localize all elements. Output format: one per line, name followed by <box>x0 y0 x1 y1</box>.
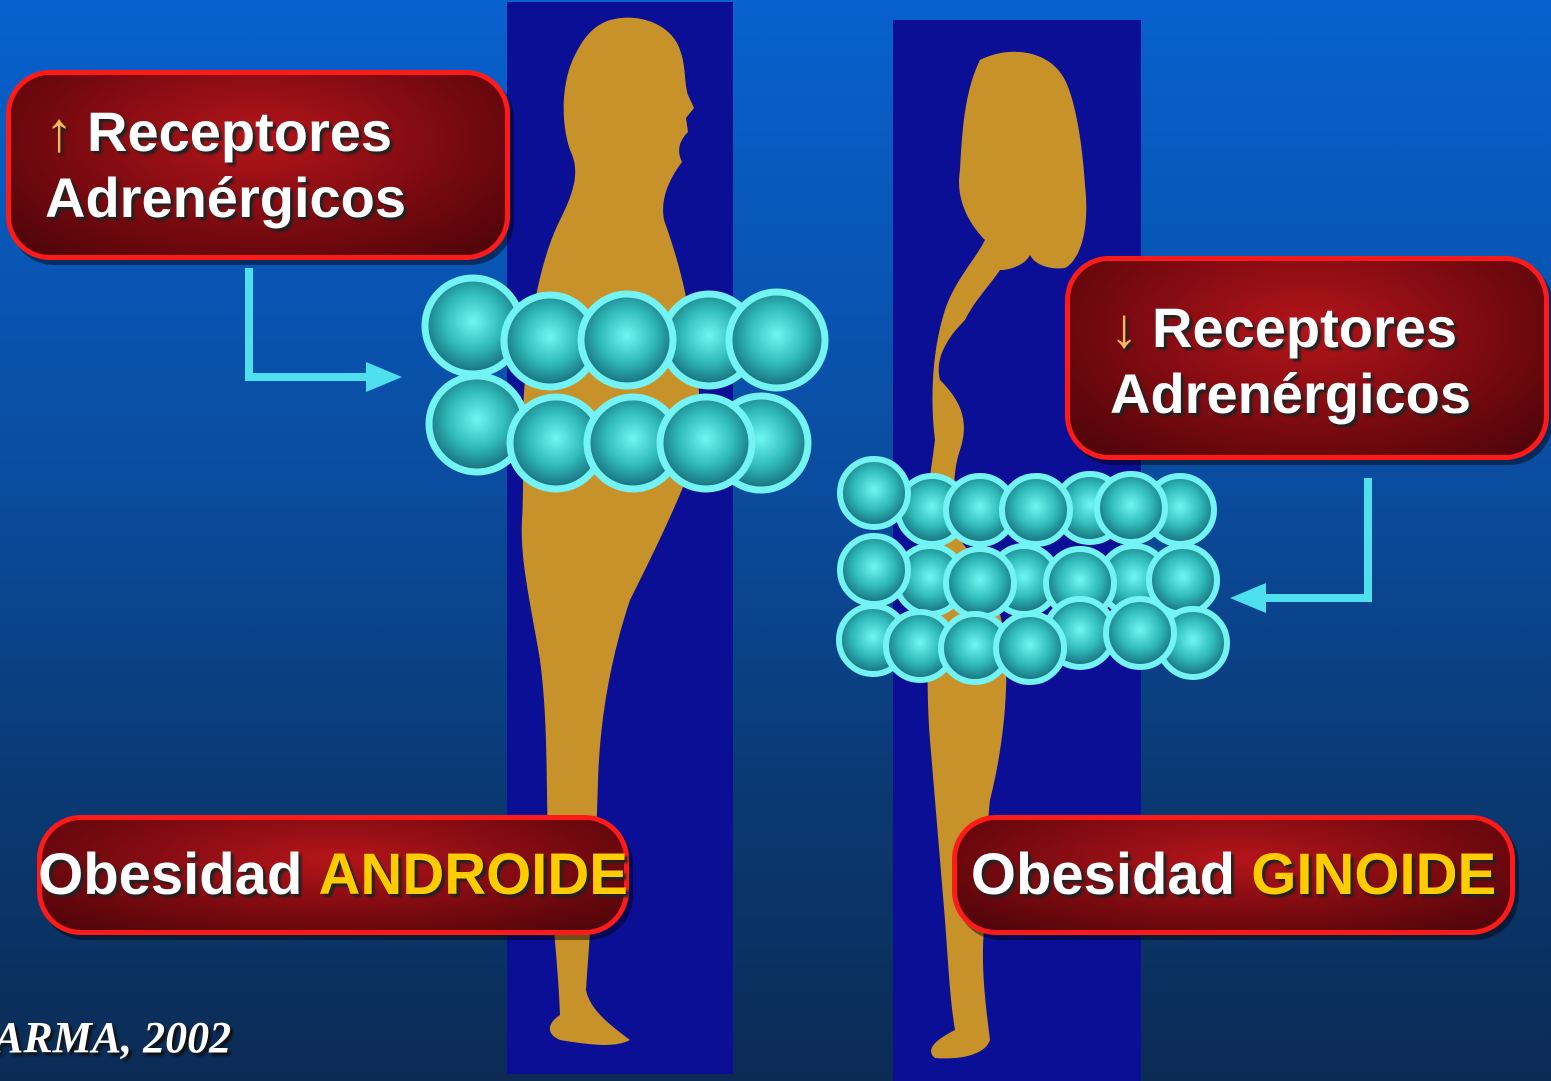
gynoid-obesity-label: Obesidad GINOIDE <box>952 815 1515 935</box>
left-receptor-label: ↑Receptores Adrenérgicos <box>6 70 510 260</box>
left-connector-arrow <box>249 268 370 377</box>
adipocyte <box>581 294 673 386</box>
adipocyte <box>1106 599 1174 667</box>
adipocyte <box>729 292 825 388</box>
right-adipocyte-cluster <box>839 459 1227 682</box>
down-arrow-icon: ↓ <box>1110 296 1138 359</box>
right-connector-arrowhead <box>1230 583 1266 613</box>
receptor-line2: Adrenérgicos <box>45 165 505 231</box>
citation: ARMA, 2002 <box>0 1012 231 1063</box>
adipocyte <box>840 536 908 604</box>
up-arrow-icon: ↑ <box>45 100 73 163</box>
adipocyte <box>660 397 752 489</box>
receptor-line2: Adrenérgicos <box>1110 361 1544 427</box>
receptor-line1: Receptores <box>1152 296 1457 359</box>
adipocyte <box>996 614 1064 682</box>
obesity-type: ANDROIDE <box>319 842 628 908</box>
adipocyte <box>840 459 908 527</box>
android-obesity-label: Obesidad ANDROIDE <box>37 815 629 935</box>
adipocyte <box>946 549 1014 617</box>
obesity-type: GINOIDE <box>1251 842 1496 908</box>
adipocyte <box>1002 476 1070 544</box>
adipocyte <box>1097 474 1165 542</box>
right-receptor-label: ↓Receptores Adrenérgicos <box>1065 256 1549 460</box>
right-connector-arrow <box>1262 478 1368 598</box>
obesity-word: Obesidad <box>971 842 1235 908</box>
receptor-line1: Receptores <box>87 100 392 163</box>
obesity-word: Obesidad <box>38 842 302 908</box>
left-adipocyte-cluster <box>425 278 825 490</box>
left-connector-arrowhead <box>366 362 402 392</box>
